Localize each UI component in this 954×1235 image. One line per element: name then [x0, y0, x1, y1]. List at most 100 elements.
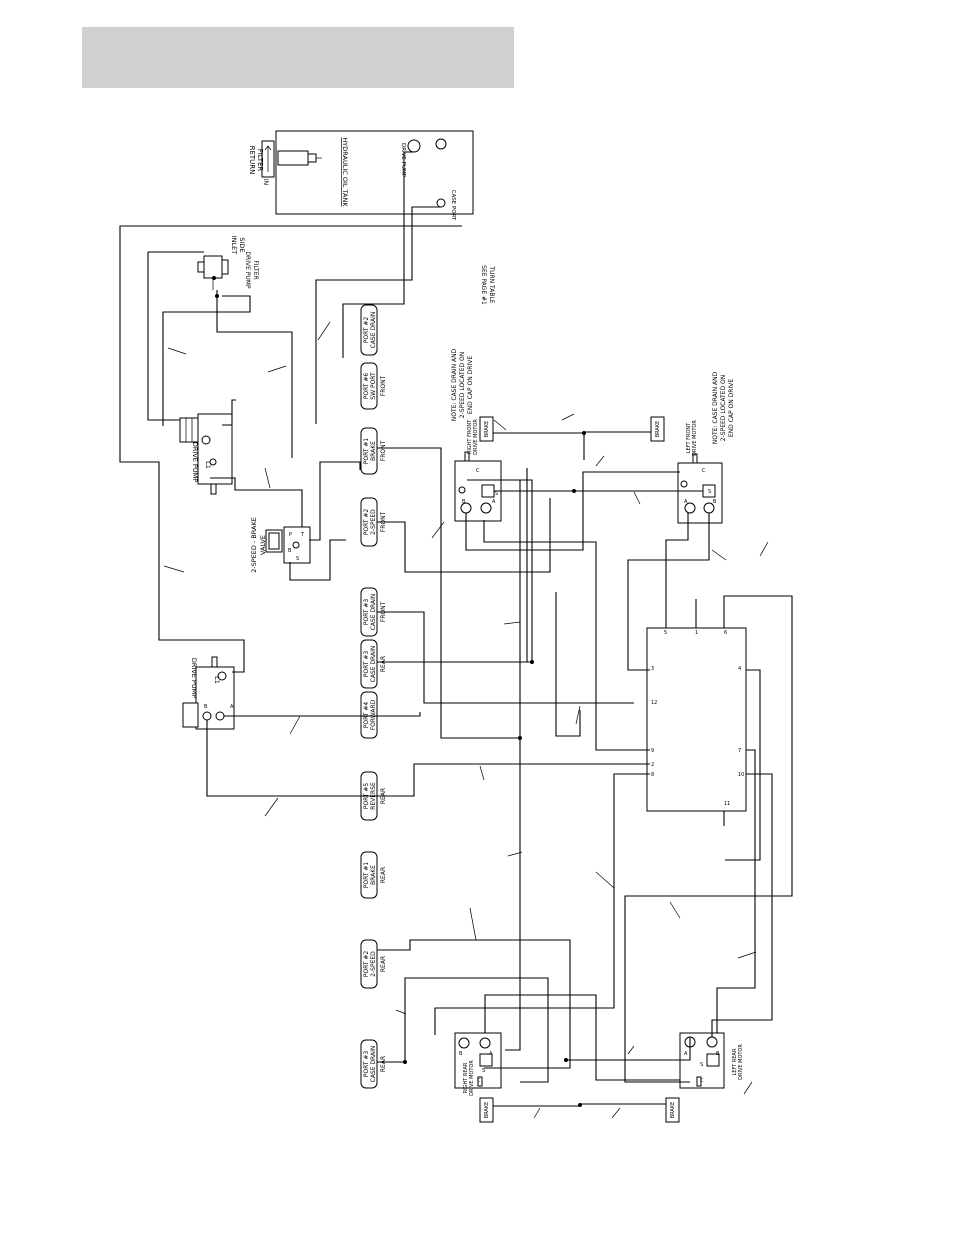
svg-text:2-SPEED LOCATED ON: 2-SPEED LOCATED ON: [720, 375, 727, 441]
svg-text:DRIVE MOTOR: DRIVE MOTOR: [473, 419, 479, 455]
svg-text:2-SPEED LOCATED ON: 2-SPEED LOCATED ON: [459, 352, 466, 418]
drive-pump-filter-inlet-1: INLET: [230, 236, 238, 255]
drive-pump-top-label: DRIVE PUMP: [191, 442, 199, 482]
svg-text:LEFT REAR: LEFT REAR: [732, 1048, 738, 1075]
note-front-right: NOTE: CASE DRAIN AND 2-SPEED LOCATED ON …: [451, 348, 474, 421]
leader-lines: [163, 321, 769, 1119]
svg-text:B: B: [459, 1051, 463, 1057]
svg-text:A: A: [492, 499, 496, 505]
valve-port-p: P: [289, 532, 292, 538]
svg-text:7: 7: [738, 748, 741, 754]
drive-pump-top-port-a: [201, 435, 211, 445]
svg-text:A: A: [489, 1051, 493, 1057]
drive-pump-bottom-l1: L1: [213, 676, 221, 684]
svg-text:CASE DRAIN: CASE DRAIN: [370, 312, 377, 349]
drive-pump-bottom-port-l: [217, 671, 227, 681]
valve-port-s: S: [296, 556, 299, 562]
return-filter-in: IN: [262, 179, 269, 185]
front-port-2-case-drain: PORT #2 CASE DRAIN: [360, 304, 378, 356]
svg-text:S: S: [708, 489, 711, 495]
drive-pump-bottom-label: DRIVE PUMP: [190, 658, 198, 698]
svg-text:S: S: [482, 1068, 485, 1074]
return-filter: RETURN FILTER IN: [248, 140, 322, 185]
drive-pump-top: DRIVE PUMP L1: [179, 413, 233, 495]
two-speed-brake-valve: P T B S 2-SPEED - BRAKE VALVE: [250, 517, 311, 573]
motor-right-rear-brake: BRAKE: [484, 1102, 490, 1119]
rear-port-3-case-drain: PORT #3 CASE DRAIN REAR: [360, 639, 387, 689]
rear-port-2-two-speed: PORT #2 2-SPEED REAR: [360, 939, 387, 989]
return-filter-label-1: RETURN: [248, 146, 256, 175]
motor-left-front-brake: BRAKE: [655, 421, 661, 438]
tank-port-case: [436, 198, 446, 208]
drive-pump-filter-label-1: DRIVE PUMP: [244, 251, 251, 289]
svg-text:PORT #2: PORT #2: [363, 509, 370, 536]
tank-case-port-label: CASE PORT: [450, 190, 456, 221]
svg-text:11: 11: [724, 801, 730, 807]
front-port-1-brake: PORT #1 BRAKE FRONT: [360, 427, 387, 475]
header-band: [82, 27, 514, 88]
svg-text:3: 3: [651, 666, 654, 672]
svg-text:B: B: [462, 499, 466, 505]
svg-text:A: A: [684, 1051, 688, 1057]
motor-left-rear: A B S C LEFT REAR DRIVE MOTOR BRAKE: [665, 1032, 744, 1123]
tank-port-top-right: [435, 138, 447, 150]
svg-text:PORT #1: PORT #1: [363, 862, 370, 889]
svg-text:S: S: [495, 491, 498, 497]
svg-text:2: 2: [651, 762, 654, 768]
svg-text:PORT #6: PORT #6: [363, 373, 370, 400]
svg-text:C: C: [477, 1078, 481, 1084]
manifold-block: 5 1 6 3 4 12 9 7 2 8 10 11: [646, 627, 747, 812]
tank-port-drive-pump: [407, 139, 421, 153]
svg-text:A: A: [684, 499, 688, 505]
hydraulic-oil-tank: RETURN FILTER IN HYDRAULIC OIL TANK DRIV…: [248, 130, 474, 221]
svg-text:CASE DRAIN: CASE DRAIN: [370, 1046, 377, 1083]
drive-pump-bottom-port-a: [215, 711, 225, 721]
return-filter-label-2: FILTER: [256, 149, 264, 172]
svg-text:6: 6: [724, 630, 727, 636]
svg-text:B: B: [713, 499, 717, 505]
svg-text:PORT #1: PORT #1: [363, 438, 370, 465]
drive-pump-top-port-l: [209, 458, 217, 466]
tank-title: HYDRAULIC OIL TANK: [341, 137, 349, 207]
svg-text:NOTE: CASE DRAIN AND: NOTE: CASE DRAIN AND: [712, 371, 719, 444]
svg-text:10: 10: [738, 772, 744, 778]
svg-text:LEFT FRONT: LEFT FRONT: [686, 422, 692, 453]
note-front-left: NOTE: CASE DRAIN AND 2-SPEED LOCATED ON …: [712, 371, 735, 444]
drive-pump-filter-label-2: FILTER: [252, 260, 259, 279]
svg-text:12: 12: [651, 700, 657, 706]
drive-pump-filter: INLET SIDE DRIVE PUMP FILTER: [197, 236, 259, 290]
valve-label-2: VALVE: [259, 535, 267, 555]
svg-text:NOTE: CASE DRAIN AND: NOTE: CASE DRAIN AND: [451, 348, 458, 421]
svg-text:SW PORT: SW PORT: [370, 372, 377, 400]
motor-left-rear-brake: BRAKE: [670, 1102, 676, 1119]
svg-text:8: 8: [651, 772, 654, 778]
valve-port-b: B: [288, 548, 292, 554]
svg-text:DRIVE MOTOR: DRIVE MOTOR: [692, 420, 698, 456]
svg-text:PORT #4: PORT #4: [363, 702, 370, 729]
valve-port-center: [292, 541, 300, 549]
svg-text:PORT #3: PORT #3: [363, 1051, 370, 1078]
svg-text:BRAKE: BRAKE: [370, 865, 377, 885]
svg-text:PORT #2: PORT #2: [363, 951, 370, 978]
svg-text:BRAKE: BRAKE: [370, 441, 377, 461]
svg-text:CASE DRAIN: CASE DRAIN: [370, 594, 377, 631]
svg-text:5: 5: [664, 630, 667, 636]
drive-pump-bottom: B A DRIVE PUMP L1: [182, 656, 235, 730]
motor-right-front: C S B A RIGHT FRONT DRIVE MOTOR BRAKE: [454, 416, 502, 522]
svg-text:RIGHT REAR: RIGHT REAR: [463, 1062, 469, 1093]
motor-right-rear: B A S C RIGHT REAR DRIVE MOTOR BRAKE: [454, 1032, 502, 1123]
svg-text:FRONT: FRONT: [380, 375, 387, 396]
svg-text:CASE DRAIN: CASE DRAIN: [370, 646, 377, 683]
svg-text:REAR: REAR: [380, 956, 387, 972]
svg-text:9: 9: [651, 748, 654, 754]
rear-port-4-forward: PORT #4 FORWARD: [360, 691, 378, 739]
rear-port-3-case-drain-lower: PORT #3 CASE DRAIN REAR: [360, 1039, 387, 1089]
svg-text:PORT #3: PORT #3: [363, 599, 370, 626]
svg-text:S: S: [700, 1062, 703, 1068]
drive-pump-bottom-port-b: [202, 711, 212, 721]
svg-text:1: 1: [695, 630, 698, 636]
svg-text:4: 4: [738, 666, 741, 672]
svg-text:REAR: REAR: [380, 656, 387, 672]
svg-text:DRIVE MOTOR: DRIVE MOTOR: [469, 1060, 475, 1096]
